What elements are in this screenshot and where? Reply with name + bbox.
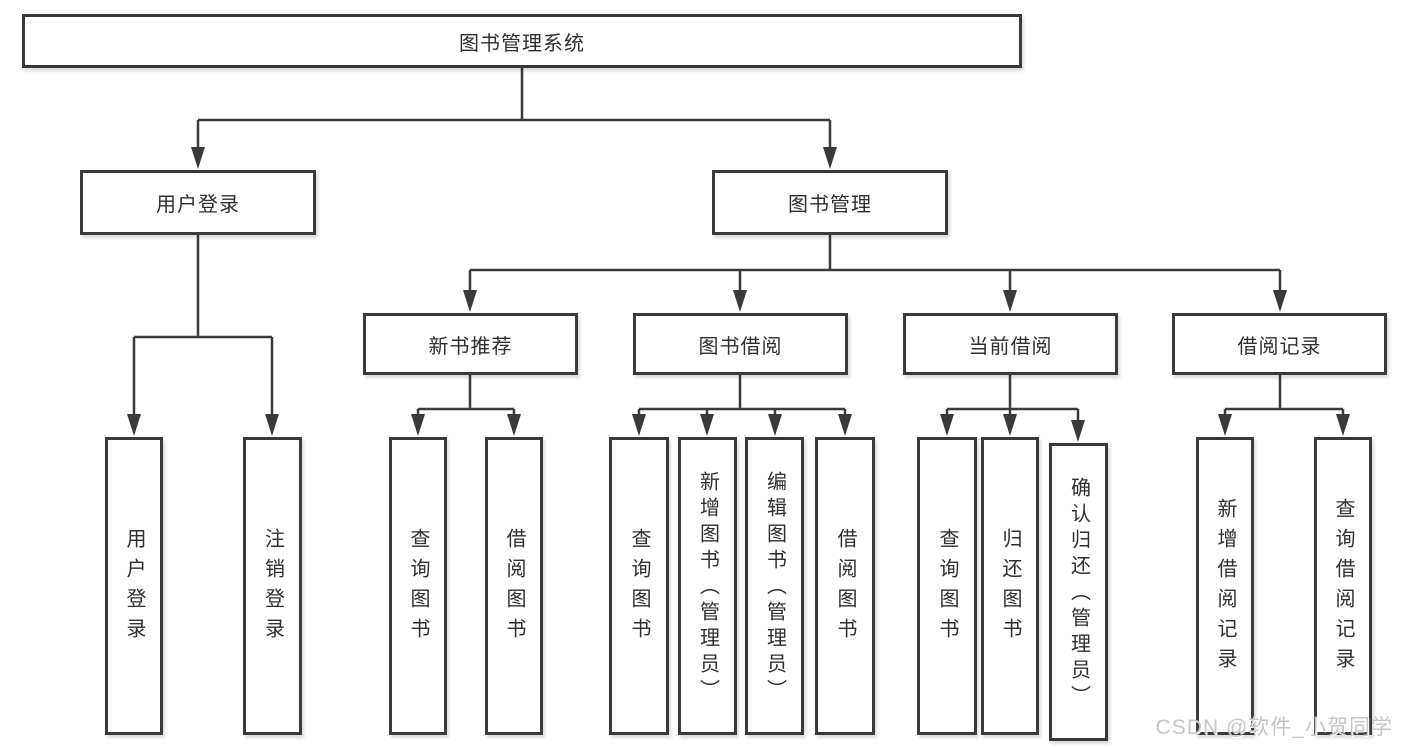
node-leaf-cb-return-books: 归还图书 (981, 437, 1039, 735)
connector-book-borrow (637, 375, 847, 418)
node-leaf-cb-confirm-return-admin: 确认归还（管理员） (1049, 443, 1108, 741)
csdn-watermark: CSDN @软件_小贺同学 (1155, 716, 1393, 739)
connector-borrow-record (1223, 375, 1345, 418)
node-leaf-nbr-query-books: 查询图书 (389, 437, 447, 735)
connector-root (196, 68, 832, 150)
node-new-book-recommend: 新书推荐 (363, 313, 578, 375)
node-leaf-user-login: 用户登录 (105, 437, 163, 735)
node-root-system: 图书管理系统 (22, 14, 1022, 68)
node-book-borrow: 图书借阅 (633, 313, 848, 375)
node-leaf-nbr-borrow-books: 借阅图书 (485, 437, 543, 735)
node-current-borrow: 当前借阅 (903, 313, 1118, 375)
node-book-management: 图书管理 (712, 170, 948, 235)
node-leaf-bb-add-books-admin: 新增图书（管理员） (678, 437, 737, 735)
node-user-login: 用户登录 (80, 170, 316, 235)
node-leaf-bb-borrow-books: 借阅图书 (815, 437, 875, 735)
node-borrow-record: 借阅记录 (1172, 313, 1387, 375)
connector-current-borrow (945, 375, 1080, 424)
connector-book-management (468, 235, 1282, 294)
node-leaf-logout: 注销登录 (243, 437, 302, 735)
connector-user-login (132, 235, 274, 418)
node-leaf-cb-query-books: 查询图书 (917, 437, 977, 735)
connector-new-book-recommend (416, 375, 516, 418)
node-leaf-bb-edit-books-admin: 编辑图书（管理员） (745, 437, 804, 735)
node-leaf-br-add-record: 新增借阅记录 (1196, 437, 1254, 735)
node-leaf-bb-query-books: 查询图书 (609, 437, 669, 735)
node-leaf-br-query-record: 查询借阅记录 (1314, 437, 1372, 735)
